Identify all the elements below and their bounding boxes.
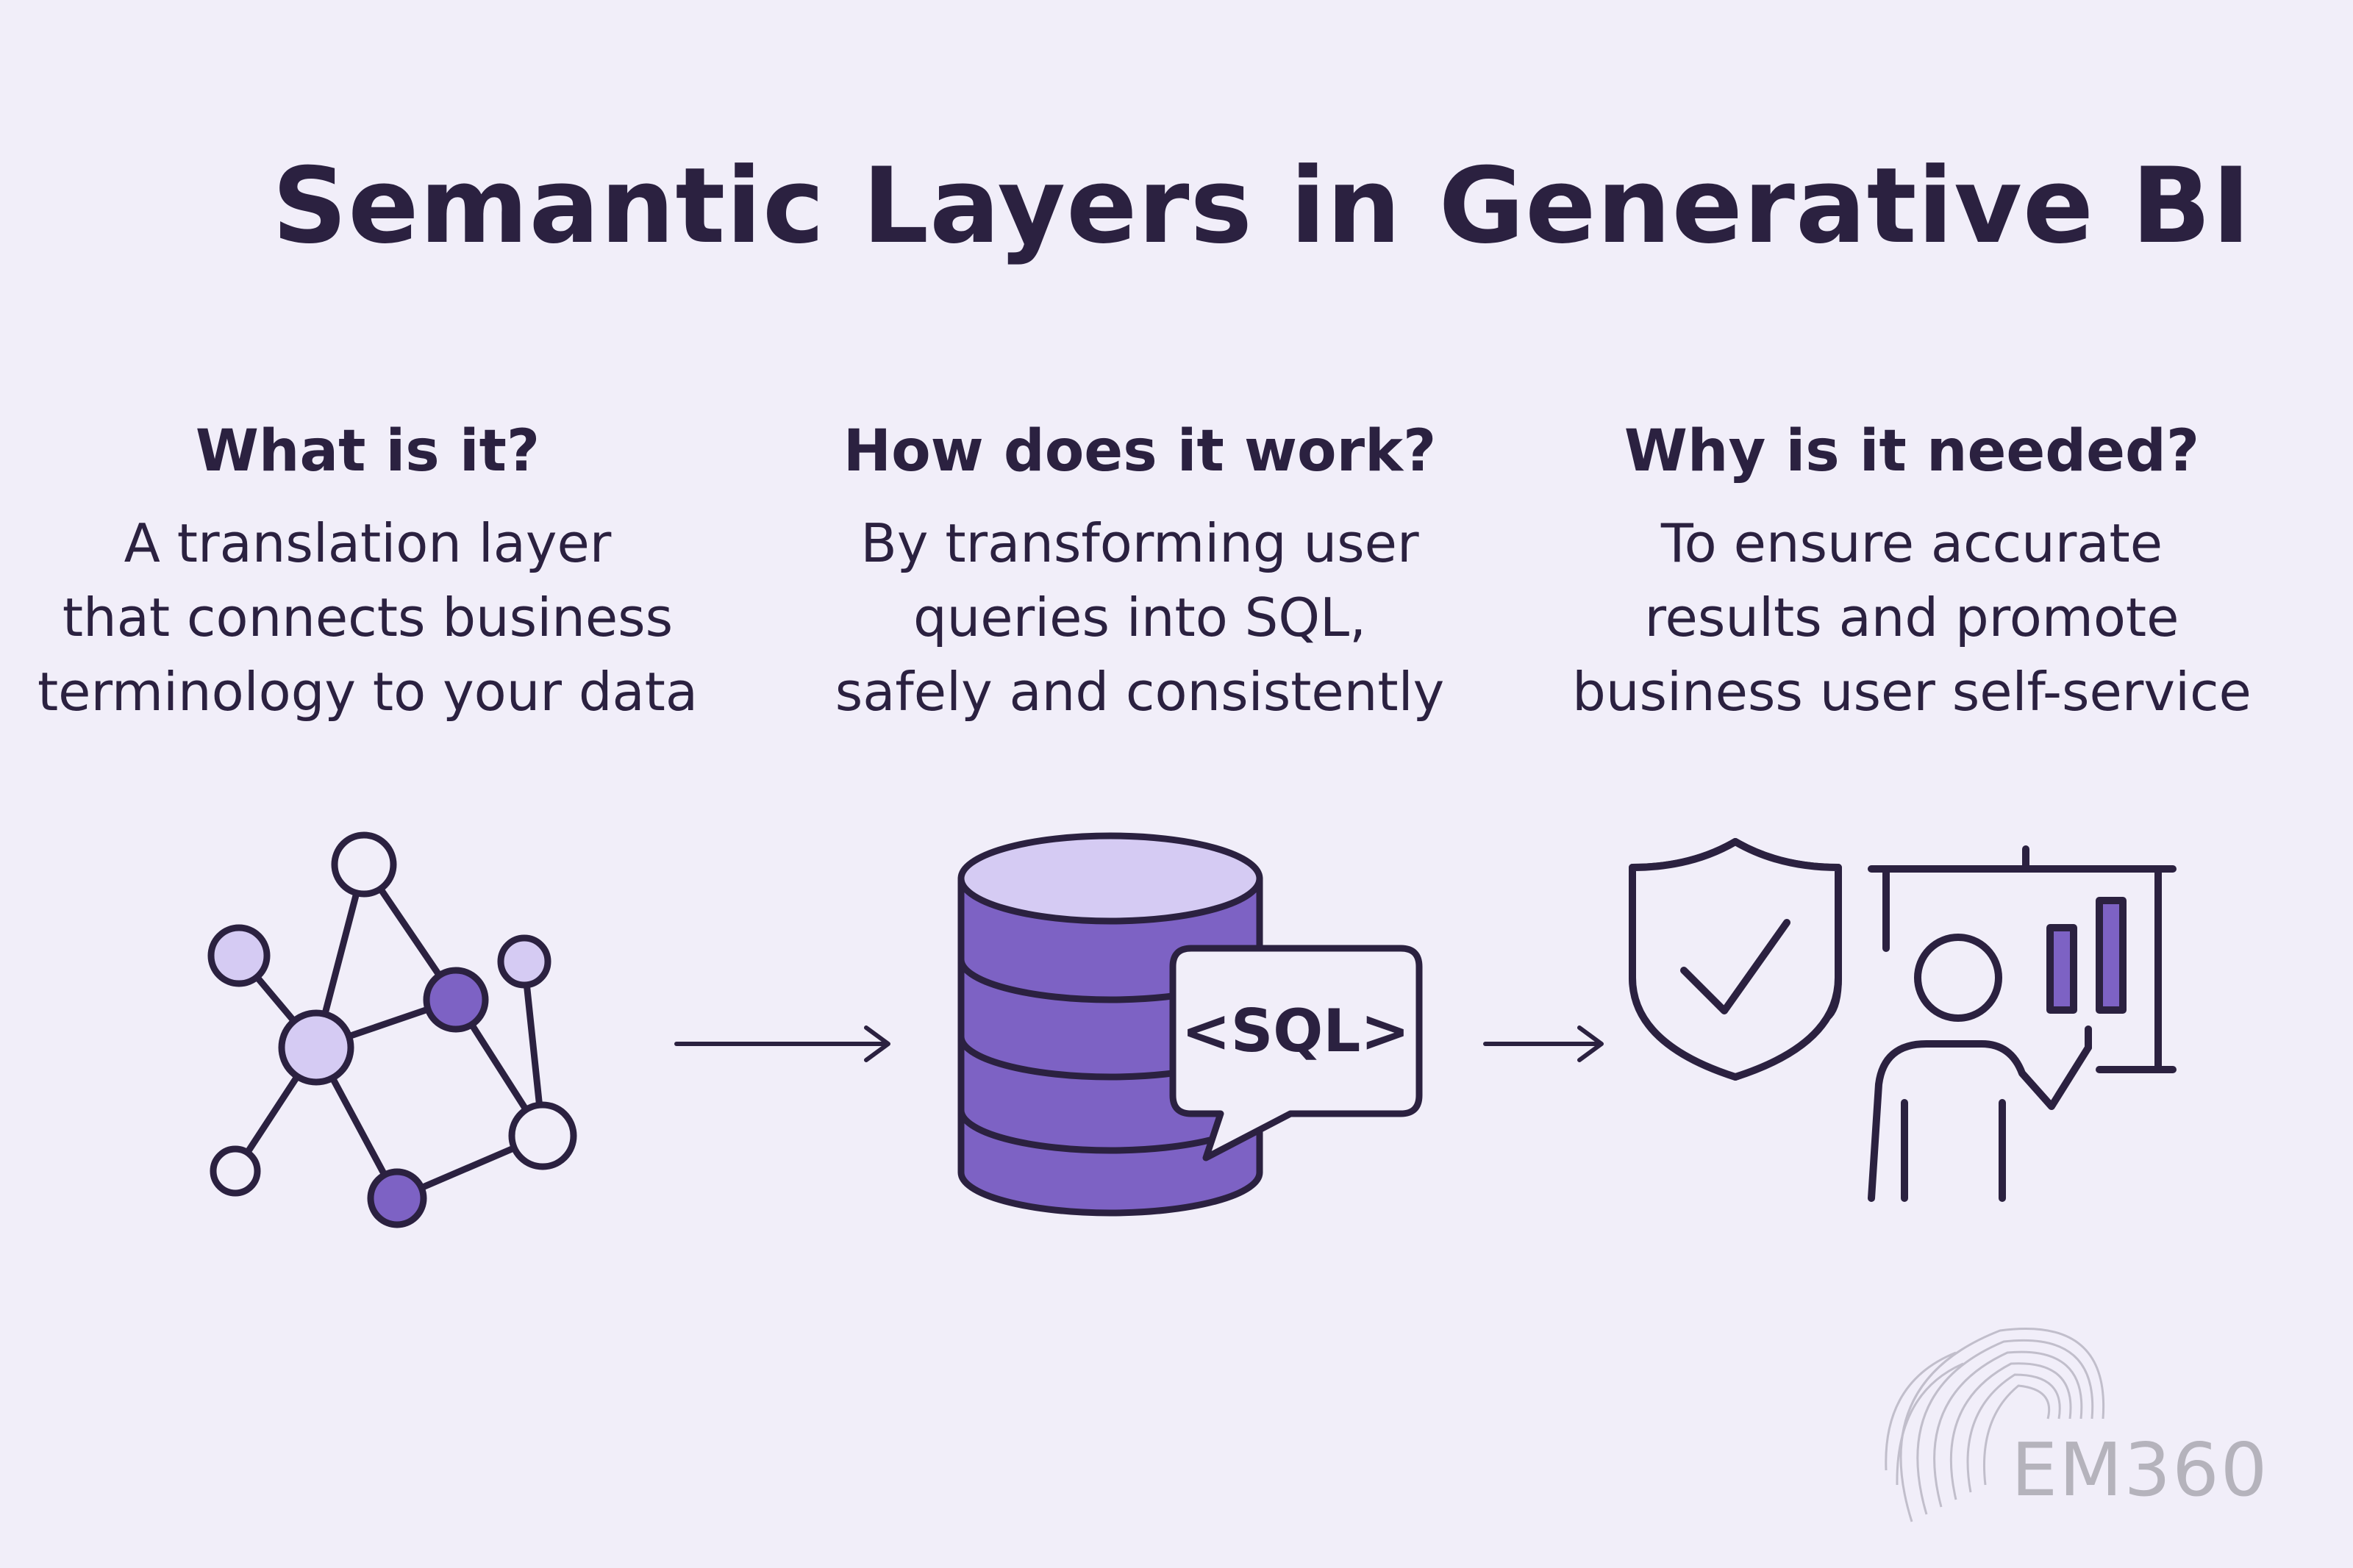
description-what: A translation layer that connects busine… bbox=[0, 506, 754, 728]
heading-why: Why is it needed? bbox=[1624, 418, 2200, 484]
em360-logo-icon bbox=[1885, 1328, 2105, 1522]
heading-how: How does it work? bbox=[843, 418, 1437, 484]
description-line: terminology to your data bbox=[37, 660, 699, 723]
description-line: safely and consistently bbox=[835, 660, 1445, 723]
arrow-right-icon bbox=[674, 1025, 890, 1062]
description-line: that connects business bbox=[62, 586, 674, 648]
database-sql-icon bbox=[957, 832, 1423, 1217]
description-line: queries into SQL, bbox=[913, 586, 1367, 648]
heading-what: What is it? bbox=[195, 418, 540, 484]
network-node bbox=[278, 1009, 354, 1086]
em360-logo-text: EM360 bbox=[2011, 1427, 2269, 1513]
description-line: To ensure accurate bbox=[1660, 512, 2163, 575]
network-graph-icon bbox=[207, 831, 577, 1228]
page-title: Semantic Layers in Generative BI bbox=[272, 146, 2252, 267]
description-line: business user self-service bbox=[1572, 660, 2252, 723]
presenter-head bbox=[1914, 934, 2002, 1022]
network-node bbox=[210, 1145, 261, 1197]
speech-bubble-icon bbox=[1169, 945, 1423, 1161]
network-edges bbox=[232, 861, 546, 1202]
column-what: What is it? A translation layer that con… bbox=[0, 412, 754, 729]
network-node bbox=[367, 1168, 427, 1228]
description-line: By transforming user bbox=[860, 512, 1419, 575]
description-why: To ensure accurate results and promote b… bbox=[1526, 506, 2298, 728]
network-node bbox=[497, 934, 551, 989]
network-node bbox=[508, 1101, 577, 1170]
description-how: By transforming user queries into SQL, s… bbox=[754, 506, 1526, 728]
board-bar bbox=[2046, 924, 2077, 1014]
column-how: How does it work? By transforming user q… bbox=[754, 412, 1526, 729]
description-line: results and promote bbox=[1644, 586, 2179, 648]
column-why: Why is it needed? To ensure accurate res… bbox=[1526, 412, 2298, 729]
presenter-board-icon bbox=[1868, 845, 2177, 1202]
board-bar bbox=[2096, 897, 2127, 1014]
shield-check-icon bbox=[1629, 838, 1842, 1081]
sql-label: <SQL> bbox=[1182, 997, 1410, 1065]
arrow-right-icon bbox=[1483, 1025, 1604, 1062]
network-node bbox=[207, 924, 271, 987]
description-line: A translation layer bbox=[124, 512, 612, 575]
network-nodes bbox=[207, 831, 577, 1228]
network-node bbox=[331, 831, 397, 898]
network-node bbox=[423, 967, 489, 1033]
